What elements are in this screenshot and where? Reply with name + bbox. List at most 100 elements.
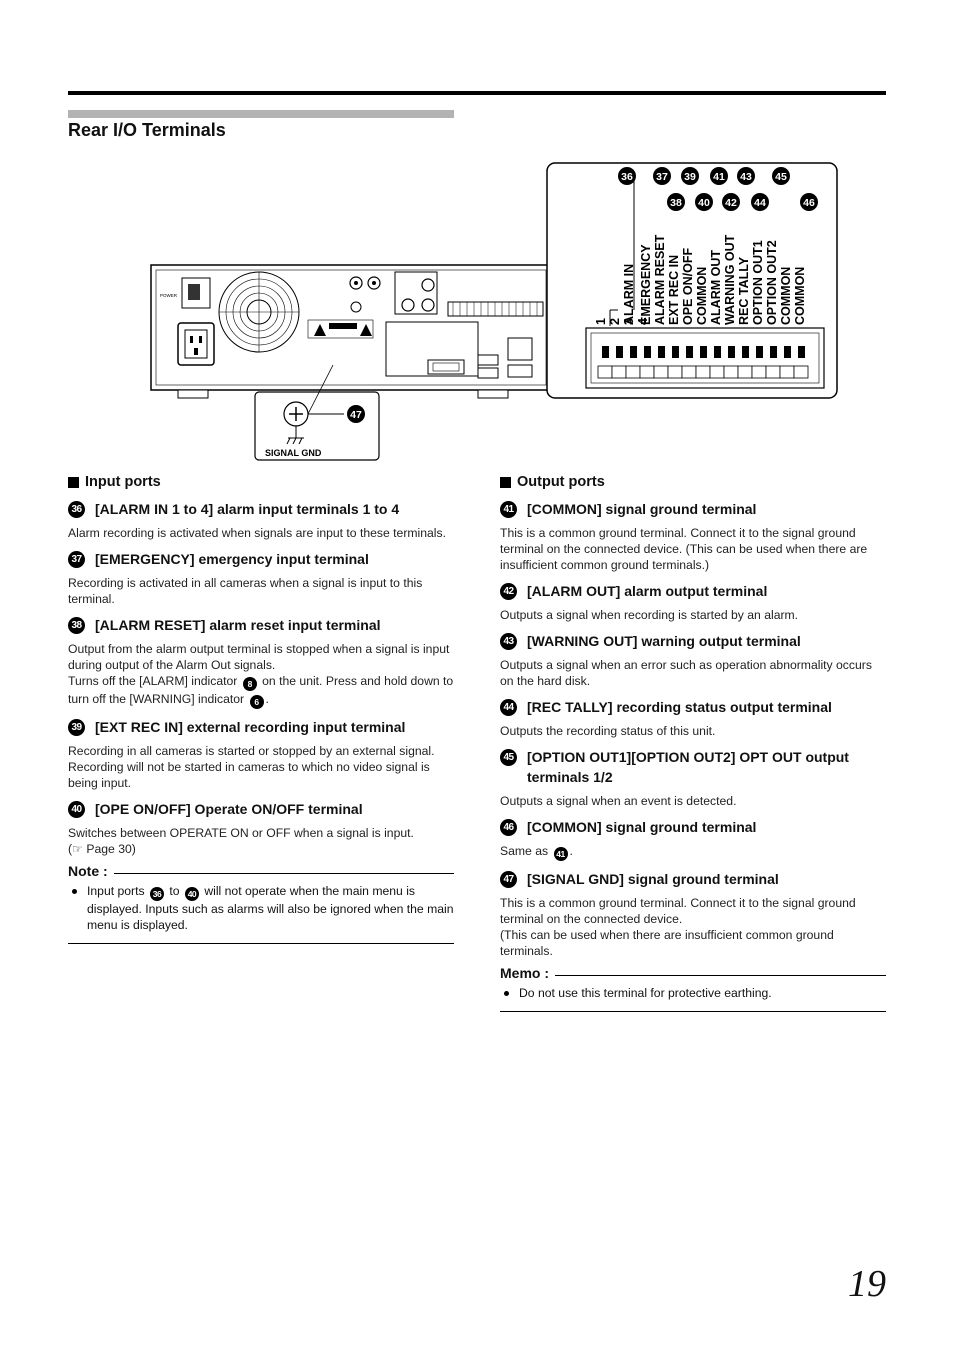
- item-37-heading: 37 [EMERGENCY] emergency input terminal: [68, 549, 454, 569]
- callout-number-icon: 37: [68, 551, 85, 568]
- square-bullet-icon: [68, 476, 79, 488]
- item-43-body: Outputs a signal when an error such as o…: [500, 658, 872, 688]
- terminal-label: COMMON: [793, 267, 807, 325]
- item-37-body: Recording is activated in all cameras wh…: [68, 576, 423, 606]
- callout-number-icon: 43: [737, 167, 755, 185]
- svg-text:40: 40: [698, 197, 710, 209]
- callout-number-icon: 41: [710, 167, 728, 185]
- callout-number-icon: 45: [772, 167, 790, 185]
- callout-number-icon: 43: [500, 633, 517, 650]
- terminal-label: ALARM OUT: [709, 250, 723, 325]
- svg-text:38: 38: [670, 197, 682, 209]
- item-36-body: Alarm recording is activated when signal…: [68, 526, 446, 540]
- callout-number-icon: 36: [68, 501, 85, 518]
- callouts: 36 37 39 41 43 45 38 40 42 44 46: [618, 167, 818, 211]
- item-42-body: Outputs a signal when recording is start…: [500, 608, 799, 622]
- page-title: Rear I/O Terminals: [68, 120, 226, 140]
- terminal-label: COMMON: [695, 267, 709, 325]
- note-box: Input ports 36 to 40 will not operate wh…: [68, 883, 454, 944]
- terminal-label: ALARM IN: [622, 264, 636, 325]
- svg-text:42: 42: [725, 197, 737, 209]
- callout-number-icon: 38: [68, 617, 85, 634]
- svg-text:45: 45: [775, 171, 787, 183]
- callout-number-icon: 40: [68, 801, 85, 818]
- svg-text:41: 41: [713, 171, 725, 183]
- item-38-body: Output from the alarm output terminal is…: [68, 642, 454, 709]
- callout-number-icon: 45: [500, 749, 517, 766]
- alarm-in-number: 4: [636, 318, 650, 325]
- title-bar: [68, 110, 454, 118]
- input-ports-heading: Input ports: [68, 474, 454, 490]
- callout-number-icon: 38: [667, 193, 685, 211]
- item-39-heading: 39 [EXT REC IN] external recording input…: [68, 717, 454, 737]
- rear-panel-illustration: POWER: [150, 162, 838, 461]
- output-ports-heading: Output ports: [500, 474, 886, 490]
- callout-number-icon: 46: [800, 193, 818, 211]
- alarm-in-number: 1: [594, 318, 608, 325]
- svg-text:47: 47: [350, 409, 362, 421]
- memo-heading: Memo :: [500, 965, 886, 981]
- terminal-label: COMMON: [779, 267, 793, 325]
- bullet-icon: [504, 991, 509, 996]
- note-heading: Note :: [68, 863, 454, 879]
- callout-number-icon: 46: [500, 819, 517, 836]
- terminal-label: REC TALLY: [737, 256, 751, 325]
- svg-text:46: 46: [803, 197, 815, 209]
- item-46-body: Same as 41.: [500, 844, 573, 861]
- terminal-label: OPTION OUT2: [765, 240, 779, 325]
- warning-indicator-icon: 6: [249, 695, 264, 709]
- item-43-heading: 43 [WARNING OUT] warning output terminal: [500, 631, 886, 651]
- callout-number-icon: 41: [500, 501, 517, 518]
- svg-text:44: 44: [754, 197, 766, 209]
- terminal-label: OPTION OUT1: [751, 240, 765, 325]
- item-44-heading: 44 [REC TALLY] recording status output t…: [500, 697, 886, 717]
- callout-number-icon: 47: [347, 405, 365, 423]
- signal-gnd-label: SIGNAL GND: [265, 448, 322, 458]
- output-ports-column: Output ports 41 [COMMON] signal ground t…: [500, 474, 886, 1012]
- callout-number-icon: 42: [722, 193, 740, 211]
- callout-number-icon: 37: [653, 167, 671, 185]
- item-45-body: Outputs a signal when an event is detect…: [500, 794, 737, 808]
- callout-number-icon: 39: [68, 719, 85, 736]
- item-41-body: This is a common ground terminal. Connec…: [500, 526, 868, 572]
- callout-number-icon: 36: [149, 887, 164, 901]
- item-41-heading: 41 [COMMON] signal ground terminal: [500, 499, 886, 519]
- svg-text:39: 39: [684, 171, 696, 183]
- item-42-heading: 42 [ALARM OUT] alarm output terminal: [500, 581, 886, 601]
- terminal-label: WARNING OUT: [723, 234, 737, 325]
- svg-text:37: 37: [656, 171, 668, 183]
- terminal-label: EMERGENCY: [639, 244, 653, 325]
- alarm-in-number: 3: [622, 318, 636, 325]
- svg-text:43: 43: [740, 171, 752, 183]
- svg-text:POWER: POWER: [160, 293, 178, 298]
- item-40-body: Switches between OPERATE ON or OFF when …: [68, 825, 454, 857]
- bullet-icon: [72, 889, 77, 894]
- item-38-heading: 38 [ALARM RESET] alarm reset input termi…: [68, 615, 454, 635]
- terminal-label: ALARM RESET: [653, 234, 667, 325]
- item-40-heading: 40 [OPE ON/OFF] Operate ON/OFF terminal: [68, 799, 454, 819]
- item-47-heading: 47 [SIGNAL GND] signal ground terminal: [500, 869, 886, 889]
- callout-number-icon: 47: [500, 871, 517, 888]
- page-reference: (☞ Page 30): [68, 842, 136, 856]
- top-rule: [68, 91, 886, 95]
- item-44-body: Outputs the recording status of this uni…: [500, 724, 716, 738]
- terminal-label: EXT REC IN: [667, 255, 681, 325]
- terminal-label: OPE ON/OFF: [681, 248, 695, 325]
- item-46-heading: 46 [COMMON] signal ground terminal: [500, 817, 886, 837]
- item-36-heading: 36 [ALARM IN 1 to 4] alarm input termina…: [68, 499, 454, 519]
- callout-number-icon: 44: [500, 699, 517, 716]
- callout-number-icon: 40: [695, 193, 713, 211]
- rear-panel-figure: POWER: [148, 160, 848, 465]
- callout-number-icon: 36: [618, 167, 636, 185]
- input-ports-column: Input ports 36 [ALARM IN 1 to 4] alarm i…: [68, 474, 454, 944]
- item-39-body: Recording in all cameras is started or s…: [68, 744, 435, 790]
- alarm-indicator-icon: 8: [242, 677, 257, 691]
- item-47-body: This is a common ground terminal. Connec…: [500, 896, 856, 958]
- item-45-heading: 45 [OPTION OUT1][OPTION OUT2] OPT OUT ou…: [500, 747, 886, 787]
- square-bullet-icon: [500, 476, 511, 488]
- callout-number-icon: 44: [751, 193, 769, 211]
- callout-number-icon: 41: [553, 847, 568, 861]
- callout-number-icon: 40: [184, 887, 199, 901]
